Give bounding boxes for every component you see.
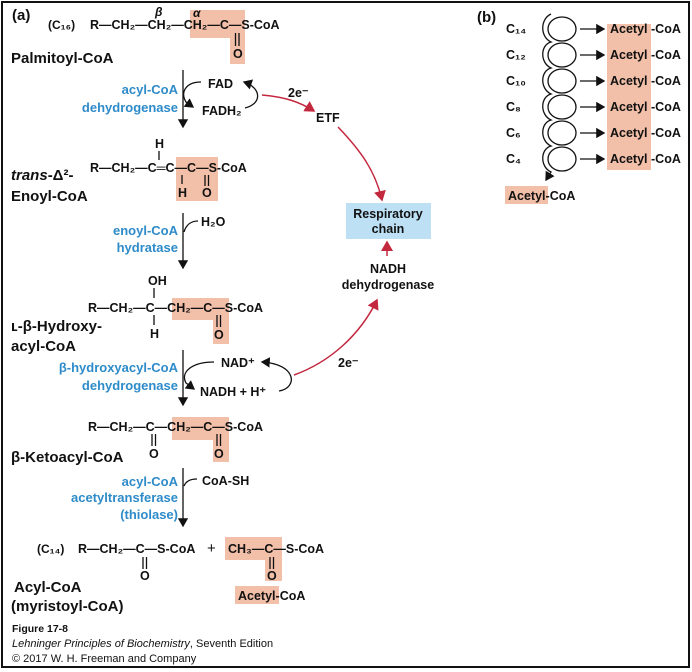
alpha-label: α [193,6,201,20]
oh: OH [148,274,167,288]
h-top: H [155,137,164,151]
compound-name: β-Ketoacyl-CoA [11,449,124,466]
enzyme-hydroxyacyl-dehydrogenase-2: dehydrogenase [82,378,178,393]
carbon-count: C₁₄ [506,22,526,36]
plus-sign: + [207,540,216,557]
h-bottom: H [178,186,187,200]
myristoyl-coa-name: (myristoyl-CoA) [11,598,124,615]
acetyl-coa-product: Acetyl-CoA [610,100,681,114]
nad-plus: NAD⁺ [221,356,255,370]
panel-b-label: (b) [477,9,496,26]
acetyl-coa-name: Acetyl-CoA [238,589,305,603]
carbon-count: C₆ [506,126,521,140]
compound-name: Palmitoyl-CoA [11,50,114,67]
acetyl-coa-product: Acetyl-CoA [610,22,681,36]
respiratory-chain-label: Respiratory [353,207,423,221]
enzyme-acyl-coa-dehydrogenase: acyl-CoA [122,82,179,97]
spiral-axis-arrow [542,13,555,182]
electrons-label-2: 2e⁻ [338,356,359,370]
trans-enoyl-coa: H R—CH₂—C═C—C—S-CoA H O trans-Δ²- Enoyl-… [11,137,247,205]
acyl-coa-name: Acyl-CoA [14,579,82,596]
coa-sh: CoA-SH [202,474,249,488]
final-acetyl-coa: Acetyl-CoA [508,189,575,203]
electrons-label: 2e⁻ [288,86,309,100]
spiral-loop [547,146,577,172]
enzyme-thiolase-2: acetyltransferase [71,490,178,505]
enzyme-thiolase: acyl-CoA [122,474,179,489]
carbon-count: C₄ [506,152,521,166]
fad: FAD [208,77,233,91]
carbon-count: C₁₂ [506,48,526,62]
caption-copyright: © 2017 W. H. Freeman and Company [12,653,197,665]
beta-oxidation-spiral [542,13,577,182]
respiratory-chain-label-2: chain [372,222,405,236]
highlight-boxes [172,10,651,604]
oxygen: O [233,47,243,61]
h: H [150,327,159,341]
enzyme-acyl-coa-dehydrogenase-2: dehydrogenase [82,100,178,115]
formula: R—CH₂—C—CH₂—C—S-CoA [88,420,263,434]
spiral-loop [547,120,577,146]
caption-book: Lehninger Principles of Biochemistry, Se… [12,638,273,650]
chain-length: (C₁₄) [37,542,64,556]
spiral-loop [547,16,577,42]
products: (C₁₄) R—CH₂—C—S-CoA O + CH₃—C—S-CoA O Ac… [11,540,324,615]
carbon-count: C₁₀ [506,74,526,88]
acetyl-coa-product: Acetyl-CoA [610,126,681,140]
acetyl-coa-product: Acetyl-CoA [610,152,681,166]
compound-name-2: Enoyl-CoA [11,188,88,205]
enzyme-thiolase-3: (thiolase) [120,507,178,522]
oxygen: O [214,328,224,342]
palmitoyl-coa: (C₁₆) R—CH₂—CH₂—CH₂—C—S-CoA β α O Palmit… [11,5,280,67]
oxygen-2: O [267,569,277,583]
chain-length: (C₁₆) [48,18,75,32]
oxygen-2: O [214,447,224,461]
oxidation-rounds: C₁₄ Acetyl-CoA C₁₂ Acetyl-CoA C₁₀ Acetyl-CoA C… [506,22,681,166]
beta-label: β [154,5,163,19]
acetyl-coa-product: Acetyl-CoA [610,74,681,88]
enzyme-enoyl-coa-hydratase: enoyl-CoA [113,223,179,238]
water: H₂O [201,215,226,229]
formula: R—CH₂—C═C—C—S-CoA [90,161,247,175]
acyl-formula: R—CH₂—C—S-CoA [78,542,195,556]
oxygen-1: O [149,447,159,461]
nadh-plus-h: NADH + H⁺ [200,385,266,399]
etf: ETF [316,111,340,125]
hydroxyacyl-coa: OH R—CH₂—C—CH₂—C—S-CoA H O ʟ-β-Hydroxy- … [11,274,263,355]
nadh-dehydrogenase-label: NADH [370,262,406,276]
oxygen-1: O [140,569,150,583]
formula: R—CH₂—CH₂—CH₂—C—S-CoA [90,18,280,32]
acetyl-coa-product: Acetyl-CoA [610,48,681,62]
compound-name-2: acyl-CoA [11,338,76,355]
enzyme-hydroxyacyl-dehydrogenase: β-hydroxyacyl-CoA [59,360,179,375]
acetyl-formula: CH₃—C—S-CoA [228,542,324,556]
compound-name: trans-Δ²- [11,167,73,184]
spiral-loop [547,42,577,68]
ketoacyl-coa: R—CH₂—C—CH₂—C—S-CoA O O β-Ketoacyl-CoA [11,420,263,466]
respiratory-chain-box [346,203,431,239]
panel-a-label: (a) [12,7,30,24]
figure-number: Figure 17-8 [12,623,68,635]
compound-name: ʟ-β-Hydroxy- [11,318,102,335]
oxygen: O [202,186,212,200]
spiral-loop [547,94,577,120]
spiral-loop [547,68,577,94]
formula: R—CH₂—C—CH₂—C—S-CoA [88,301,263,315]
enzyme-enoyl-coa-hydratase-2: hydratase [117,240,178,255]
fadh2: FADH₂ [202,104,242,118]
carbon-count: C₈ [506,100,521,114]
nadh-dehydrogenase-label-2: dehydrogenase [342,278,434,292]
